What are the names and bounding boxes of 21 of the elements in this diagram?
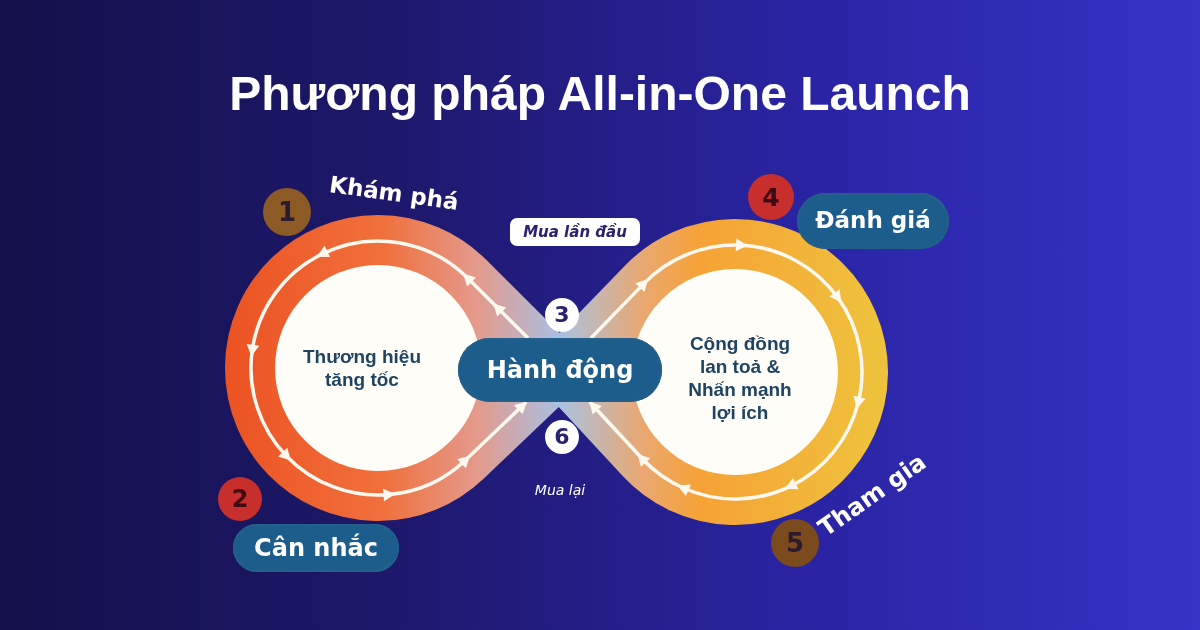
flow-label: Mua lại bbox=[534, 483, 586, 499]
step-number: 5 bbox=[785, 530, 805, 556]
tag-text: Mua lần đầu bbox=[523, 223, 627, 241]
stage-pill bbox=[233, 524, 399, 572]
step-number: 1 bbox=[277, 199, 297, 225]
step-number: 3 bbox=[554, 304, 570, 326]
stage-heading: Khám phá bbox=[327, 172, 461, 216]
circle-text: Cộng đồng lan toả & Nhấn mạnh lợi ích bbox=[678, 331, 802, 425]
stage-label: Đánh giá bbox=[815, 208, 931, 234]
step-number: 4 bbox=[762, 184, 780, 210]
diagram-title: Phương pháp All-in-One Launch bbox=[229, 66, 971, 122]
step-number: 6 bbox=[554, 426, 570, 448]
step-number: 2 bbox=[231, 487, 249, 511]
flow-arrow bbox=[588, 238, 866, 501]
circle-text: Thương hiệu tăng tốc bbox=[300, 344, 424, 392]
stage-pill bbox=[797, 193, 949, 249]
stage-label: Hành động bbox=[486, 356, 634, 384]
stage-pill bbox=[458, 338, 662, 402]
stage-label: Cân nhắc bbox=[254, 534, 378, 562]
purchase-tag bbox=[510, 218, 640, 246]
flow-arrow bbox=[246, 239, 530, 502]
